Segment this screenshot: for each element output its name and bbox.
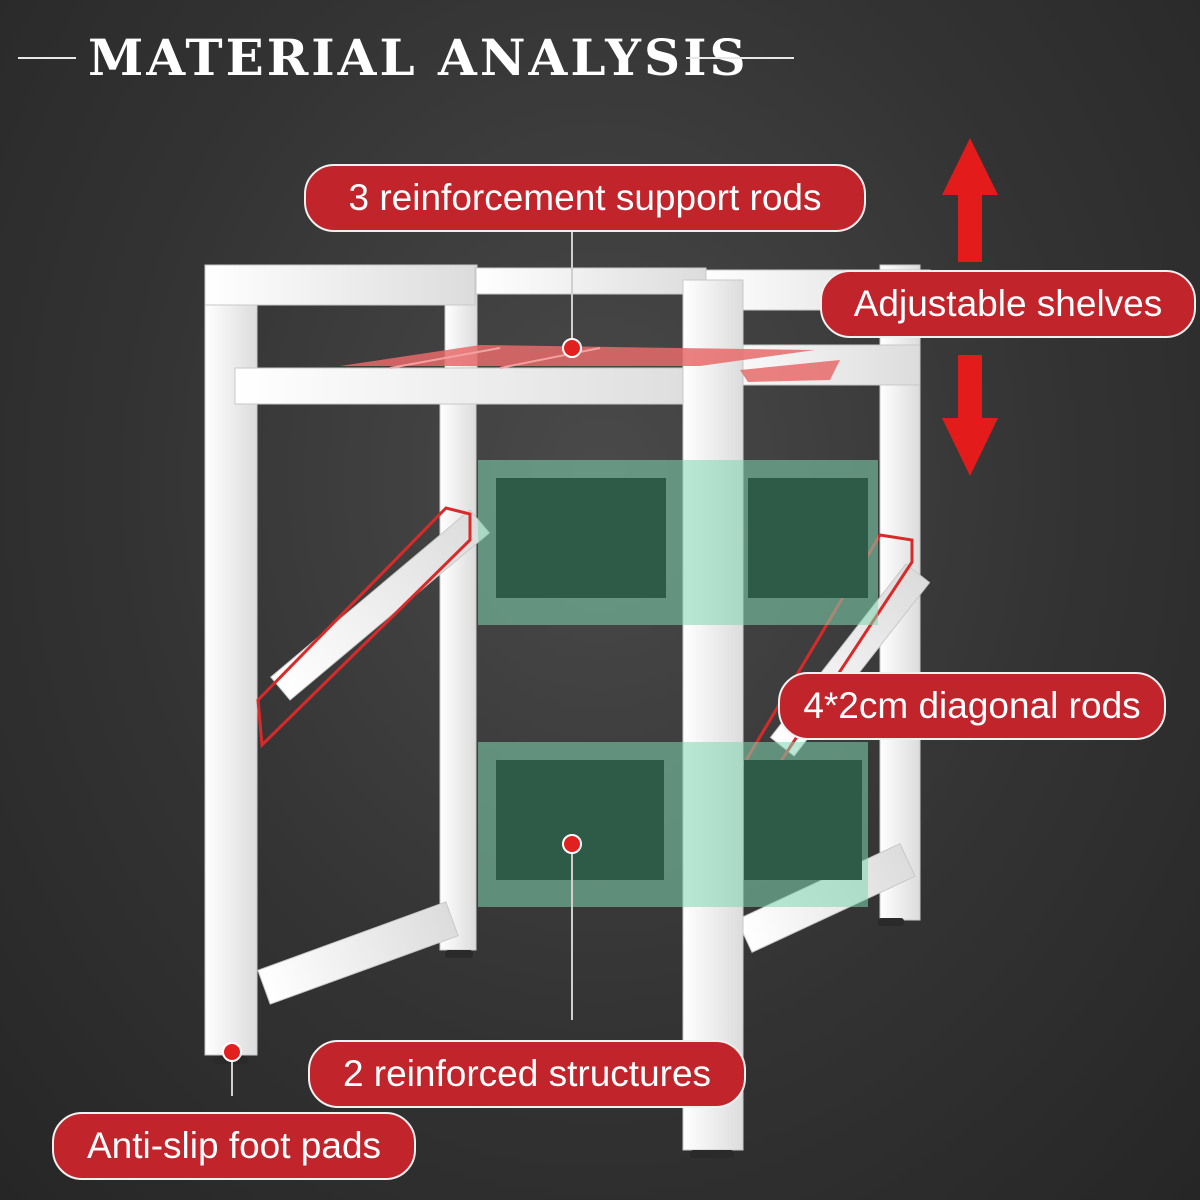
adjust-arrows-icon	[942, 138, 998, 476]
title-right-rule	[686, 57, 794, 59]
callout-adjustable-shelves: Adjustable shelves	[820, 270, 1196, 338]
callout-pointers	[222, 232, 582, 1096]
callout-reinforced-structures: 2 reinforced structures	[308, 1040, 746, 1108]
page-title: MATERIAL ANALYSIS	[88, 28, 749, 87]
left-side-frame	[204, 264, 931, 1151]
title-left-rule	[18, 57, 76, 59]
reinforced-structures	[478, 460, 878, 907]
callout-foot-pads: Anti-slip foot pads	[52, 1112, 416, 1180]
callout-diagonal-rods: 4*2cm diagonal rods	[778, 672, 1166, 740]
title-bar: MATERIAL ANALYSIS	[0, 20, 820, 100]
callout-support-rods: 3 reinforcement support rods	[304, 164, 866, 232]
